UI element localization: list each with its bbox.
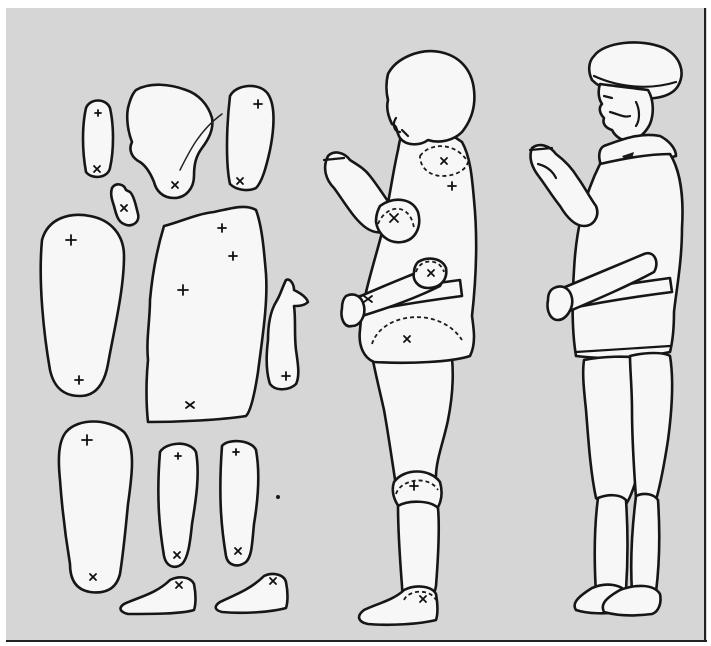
shin-piece-right: [220, 441, 258, 565]
ink-speck: [276, 495, 280, 499]
torso-piece: [147, 207, 267, 422]
forearm-piece-top: [83, 101, 113, 177]
thigh-piece: [59, 422, 132, 593]
